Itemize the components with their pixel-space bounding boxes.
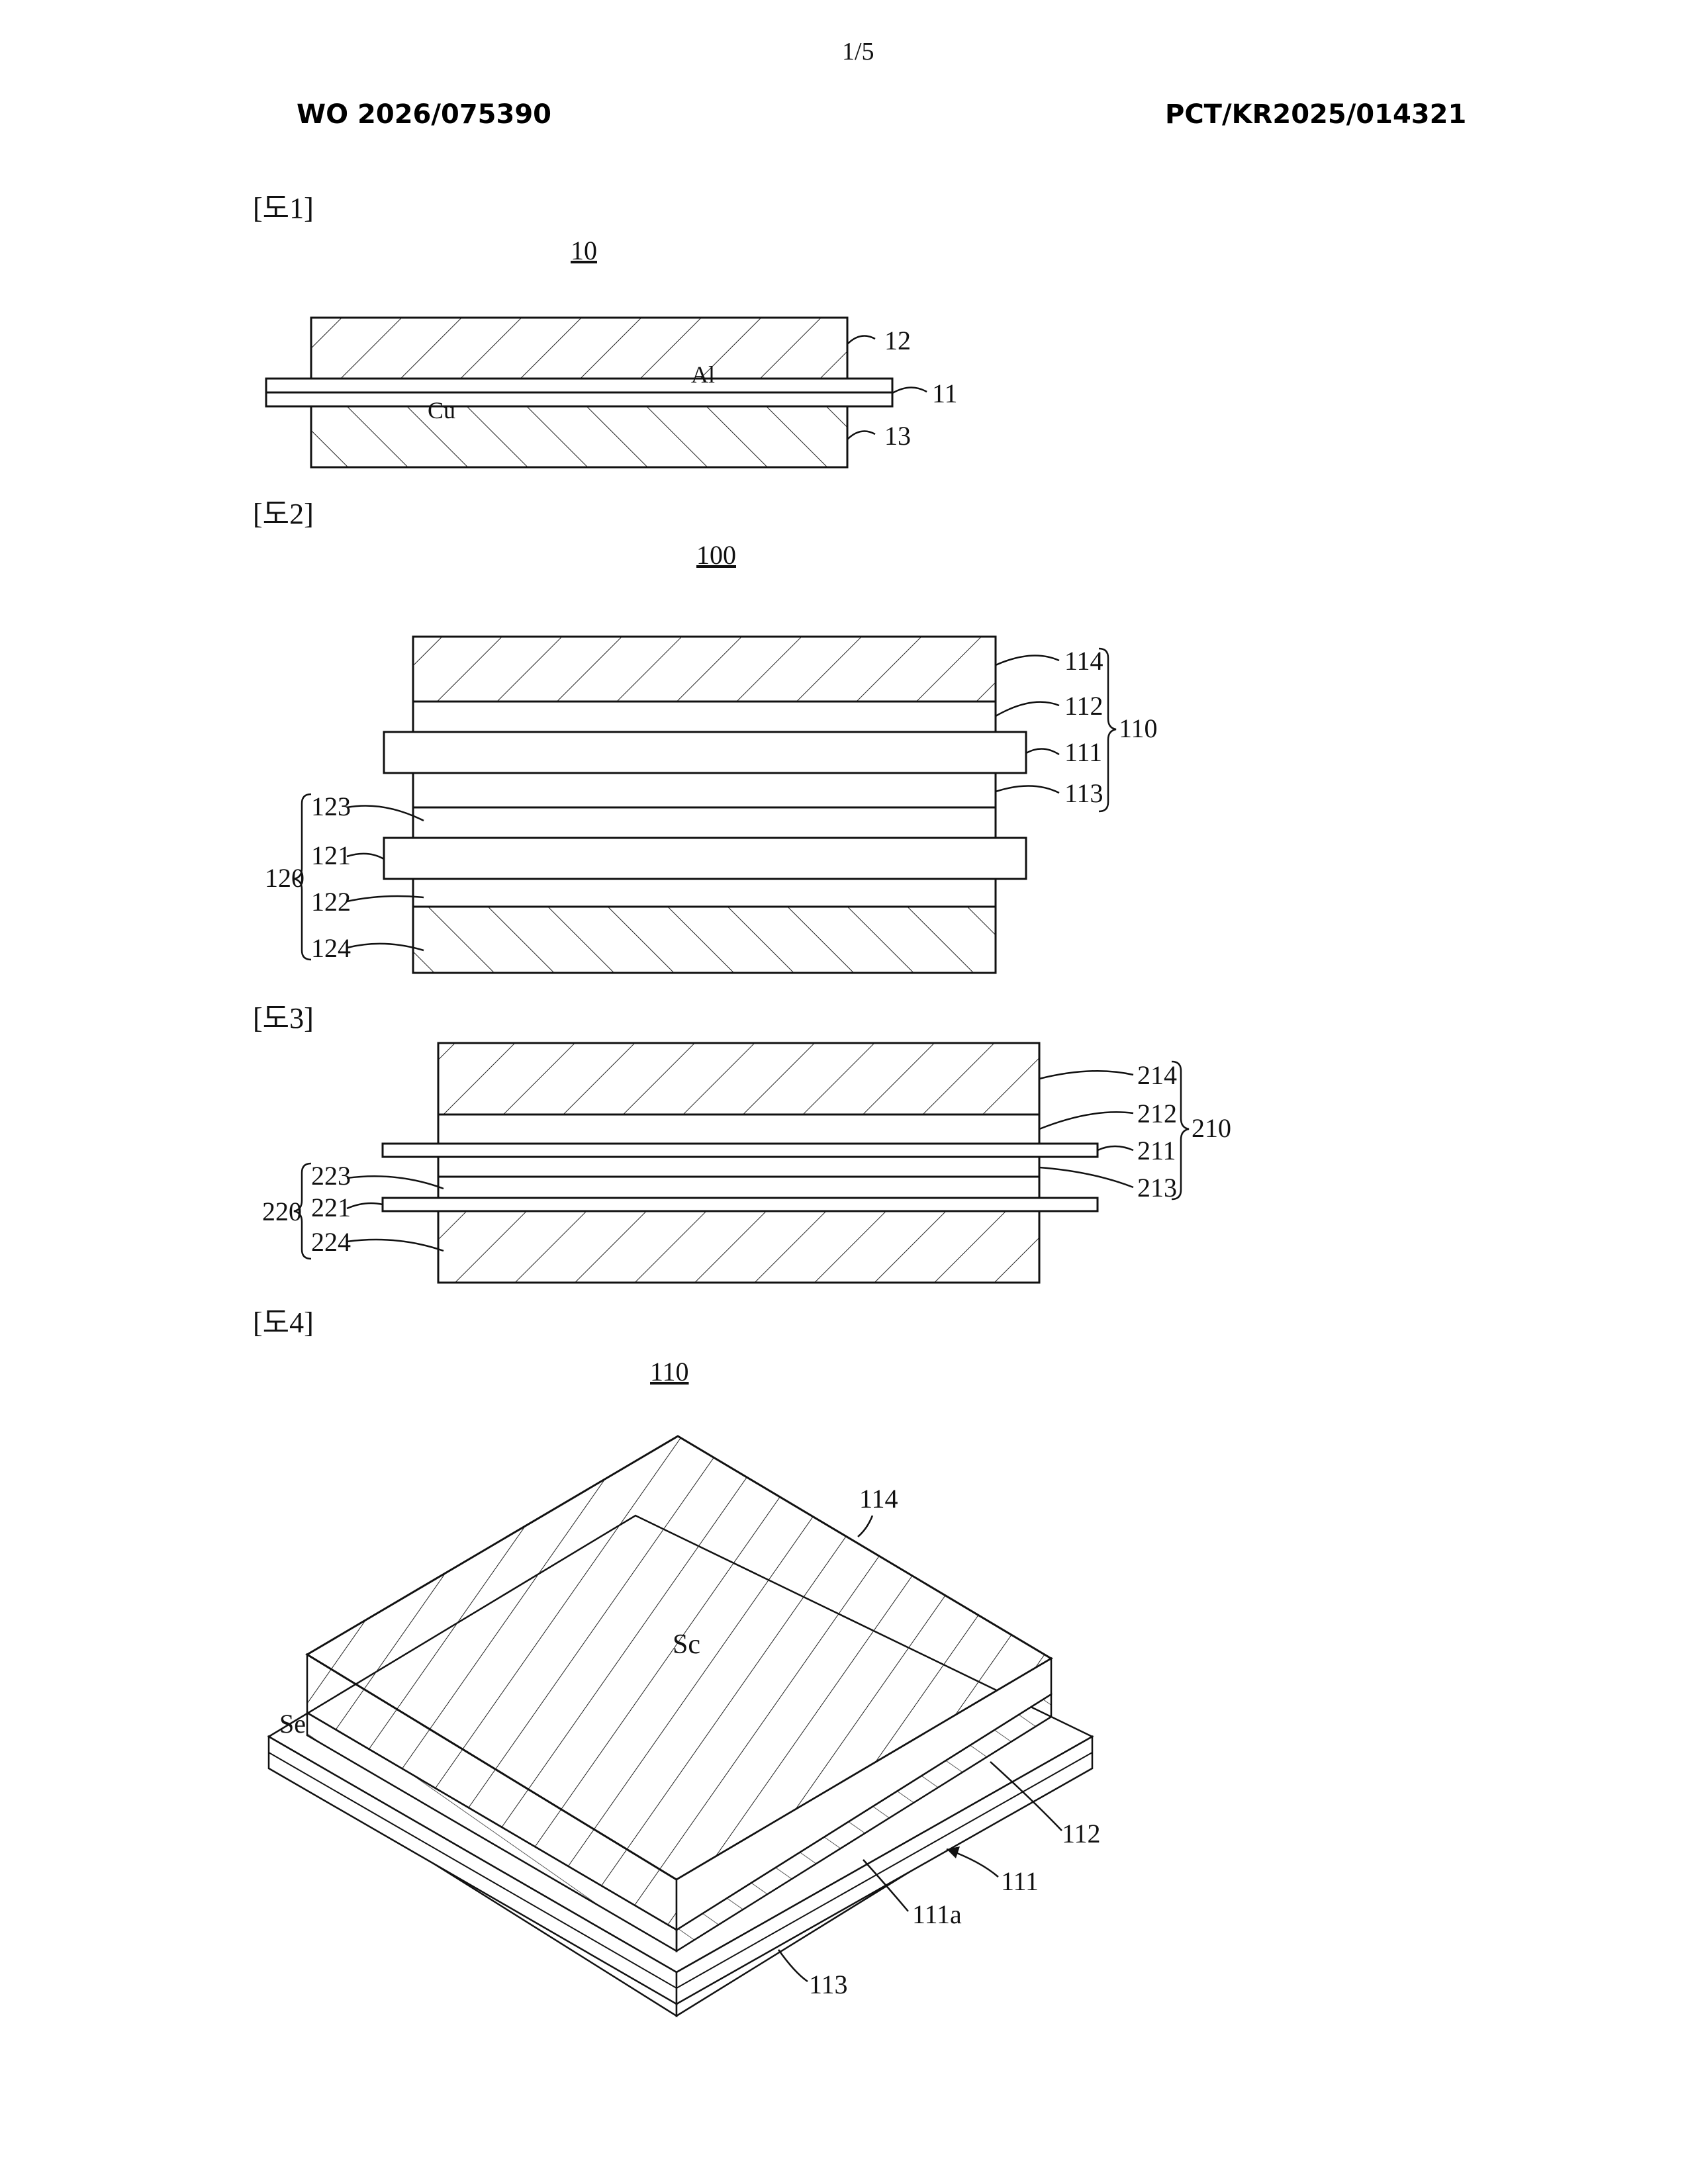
fig4-ref-number: 110 <box>650 1357 689 1387</box>
fig3-leader-221 <box>347 1203 383 1208</box>
fig2-label-113: 113 <box>1064 778 1103 808</box>
fig2-leader-113 <box>996 786 1059 793</box>
fig2-plate-121 <box>384 838 1026 879</box>
fig3-leader-212 <box>1039 1112 1133 1129</box>
fig4-label-sc: Sc <box>673 1629 700 1660</box>
fig4-label-111a: 111a <box>912 1899 962 1929</box>
fig2-label-114: 114 <box>1064 646 1103 676</box>
fig3-label-212: 212 <box>1137 1099 1177 1128</box>
fig2-label-111: 111 <box>1064 737 1102 767</box>
fig1-cu-label: Cu <box>428 397 455 424</box>
fig1-ref-number: 10 <box>571 236 597 265</box>
fig2-leader-114 <box>996 655 1059 665</box>
fig3-leader-223 <box>347 1176 444 1189</box>
fig2-label-112: 112 <box>1064 691 1103 721</box>
fig2-ref-number: 100 <box>696 540 736 570</box>
fig1-leader-11 <box>892 387 927 393</box>
fig3-label-214: 214 <box>1137 1060 1177 1090</box>
fig3-label-211: 211 <box>1137 1136 1176 1165</box>
fig2-label-123: 123 <box>311 792 351 821</box>
fig3-plate-221 <box>383 1198 1098 1211</box>
fig3-layer-213 <box>438 1157 1039 1177</box>
fig1-leader-13 <box>847 432 875 440</box>
fig3-layer-212 <box>438 1115 1039 1144</box>
fig3-label-223: 223 <box>311 1161 351 1191</box>
fig4-leader-113 <box>778 1950 808 1981</box>
fig2-diagram: 100 114 112 111 113 110 123 121 122 124 … <box>265 540 1158 973</box>
fig3-label-213: 213 <box>1137 1173 1177 1203</box>
fig1-layer-13 <box>311 406 847 467</box>
fig3-label-220: 220 <box>262 1197 302 1226</box>
fig3-leader-213 <box>1039 1167 1133 1187</box>
fig3-leader-224 <box>347 1240 444 1251</box>
fig2-leader-121 <box>347 854 384 859</box>
fig4-label-se: Se <box>279 1709 306 1739</box>
fig4-label-112: 112 <box>1062 1819 1101 1848</box>
fig3-label-221: 221 <box>311 1193 351 1222</box>
fig4-label-113: 113 <box>809 1970 848 1999</box>
fig1-leader-12 <box>847 336 875 345</box>
fig1-al-label: Al <box>691 361 715 388</box>
fig1-label-12: 12 <box>884 326 911 355</box>
fig3-layer-224 <box>438 1211 1039 1283</box>
fig3-layer-214 <box>438 1043 1039 1115</box>
fig3-label-210: 210 <box>1192 1113 1231 1143</box>
fig2-plate-111 <box>384 732 1026 773</box>
fig3-diagram: 214 212 211 213 210 223 221 224 220 <box>262 1043 1231 1283</box>
fig1-plate-11-bottom <box>266 392 892 406</box>
fig4-label-111: 111 <box>1001 1866 1039 1896</box>
fig2-label-120: 120 <box>265 863 305 893</box>
fig2-layer-122 <box>413 879 996 907</box>
fig2-layer-113 <box>413 773 996 807</box>
fig2-layer-123 <box>413 807 996 838</box>
fig2-layer-124 <box>413 907 996 973</box>
fig2-layer-114 <box>413 637 996 702</box>
fig2-leader-111 <box>1026 749 1059 754</box>
fig3-label-224: 224 <box>311 1227 351 1257</box>
fig3-plate-211 <box>383 1144 1098 1157</box>
fig2-label-121: 121 <box>311 841 351 870</box>
fig2-layer-112 <box>413 702 996 732</box>
fig3-leader-214 <box>1039 1071 1133 1079</box>
fig3-leader-211 <box>1098 1146 1133 1150</box>
fig3-layer-223 <box>438 1177 1039 1198</box>
fig1-plate-11-top <box>266 379 892 392</box>
fig2-leader-112 <box>996 702 1059 716</box>
fig4-label-114: 114 <box>859 1484 898 1514</box>
fig4-diagram: 110 114 Sc Se 112 111 111a 113 <box>269 1357 1101 2016</box>
fig1-label-13: 13 <box>884 421 911 451</box>
fig4-leader-114 <box>858 1516 872 1537</box>
fig1-label-11: 11 <box>932 379 958 408</box>
fig2-label-124: 124 <box>311 933 351 963</box>
fig1-diagram: 10 Al Cu 12 11 13 <box>266 236 958 467</box>
fig2-label-110: 110 <box>1119 713 1158 743</box>
fig1-layer-12 <box>311 318 847 379</box>
fig2-label-122: 122 <box>311 887 351 917</box>
